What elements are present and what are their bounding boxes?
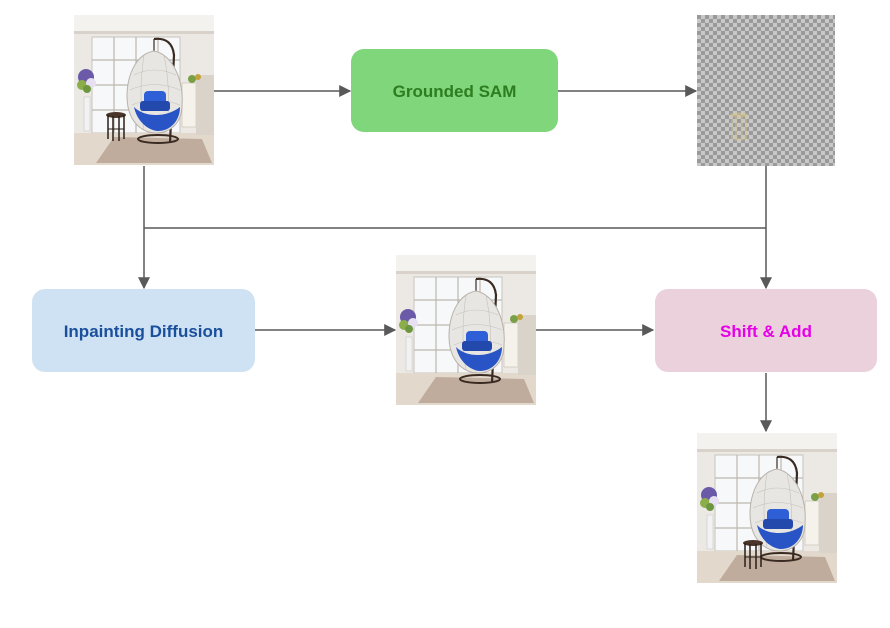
inpainting-diffusion-node: Inpainting Diffusion xyxy=(32,289,255,372)
inpainting-diffusion-box xyxy=(32,289,255,372)
grounded-sam-label: Grounded SAM xyxy=(393,82,517,101)
output-image xyxy=(695,431,839,585)
shift-add-label: Shift & Add xyxy=(720,322,812,341)
shift-add-node: Shift & Add xyxy=(655,289,877,372)
grounded-sam-box xyxy=(351,49,558,132)
inpainted-image xyxy=(394,253,538,407)
inpainting-diffusion-label: Inpainting Diffusion xyxy=(64,322,224,341)
shift-add-box xyxy=(655,289,877,372)
input-image xyxy=(72,13,216,167)
mask-image xyxy=(697,15,835,166)
connectors xyxy=(138,85,772,433)
grounded-sam-node: Grounded SAM xyxy=(351,49,558,132)
